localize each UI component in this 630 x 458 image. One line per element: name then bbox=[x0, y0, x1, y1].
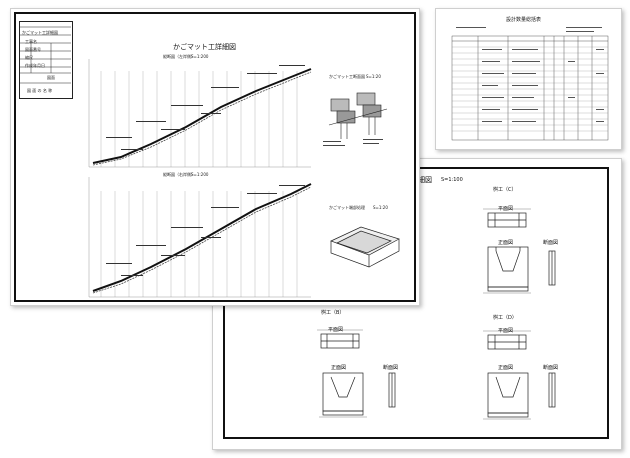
title-block-row-5: 作成年月日 bbox=[25, 63, 45, 68]
main-title: かごマット工詳細図 bbox=[173, 43, 236, 51]
title-block bbox=[19, 21, 73, 99]
sheet-main-drawing[interactable]: かごマット工詳細図 工事名 図面番号 縮尺 作成年月日 図面 図 面 の 名 称… bbox=[10, 8, 420, 306]
drawing-linework bbox=[317, 208, 556, 420]
drawing-title: 詳細図 bbox=[411, 176, 432, 184]
side-label-c: 断面図 bbox=[543, 240, 559, 246]
table-title: 設計数量総括表 bbox=[506, 17, 542, 23]
iso-scale: S=1:20 bbox=[373, 205, 388, 210]
side-label-b: 断面図 bbox=[383, 365, 399, 371]
section-bottom-scale: S=1:200 bbox=[191, 172, 209, 177]
group-label-b: 桝工（B） bbox=[321, 310, 345, 316]
title-block-stamp: 図 面 の 名 称 bbox=[27, 88, 53, 93]
section-top-label: 縦断図（左岸側） bbox=[163, 54, 195, 59]
title-block-row-3: 図面番号 bbox=[25, 47, 41, 52]
group-label-c: 桝工（C） bbox=[493, 187, 517, 193]
front-label-d: 正面図 bbox=[498, 365, 514, 371]
title-block-row-4: 縮尺 bbox=[25, 55, 33, 60]
title-block-row-2: 工事名 bbox=[25, 39, 37, 44]
detail-label: かごマット工断面図 bbox=[329, 74, 365, 79]
front-label-c: 正面図 bbox=[498, 240, 514, 246]
title-block-name: 図面 bbox=[47, 75, 55, 80]
detail-scale: S=1:20 bbox=[366, 74, 381, 79]
table-grid bbox=[451, 27, 609, 141]
sheet-quantity-table[interactable]: 設計数量総括表 bbox=[435, 8, 622, 150]
section-top-scale: S=1:200 bbox=[191, 54, 209, 59]
drawing-scale: S=1:100 bbox=[441, 177, 463, 183]
front-label-b: 正面図 bbox=[331, 365, 347, 371]
main-linework bbox=[19, 26, 400, 298]
group-label-d: 桝工（D） bbox=[493, 315, 517, 321]
side-label-d: 断面図 bbox=[543, 365, 559, 371]
title-block-row-1: かごマット工詳細図 bbox=[22, 30, 58, 35]
section-bottom-label: 縦断図（右岸側） bbox=[163, 172, 195, 177]
main-frame bbox=[14, 12, 416, 302]
iso-label: かごマット端部処理 bbox=[329, 205, 365, 210]
